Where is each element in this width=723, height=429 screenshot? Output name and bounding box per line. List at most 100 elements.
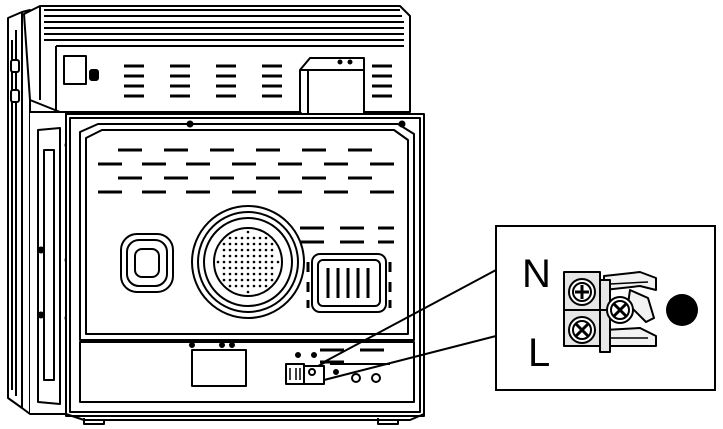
- fan-grille-hole: [246, 242, 250, 246]
- fan-grille-hole: [246, 236, 250, 240]
- fan-grille-hole: [234, 254, 238, 258]
- fan-grille-holes: [216, 230, 280, 294]
- fan-grille-hole: [264, 278, 268, 282]
- fan-grille-hole: [252, 284, 256, 288]
- fan-grille-hole: [222, 278, 226, 282]
- oven-terminal-connector: [285, 361, 327, 385]
- terminal-wires: [603, 271, 657, 347]
- fan-grille-hole: [270, 242, 274, 246]
- fan-grille-hole: [234, 260, 238, 264]
- fan-grille-hole: [270, 278, 274, 282]
- fan-grille-hole: [264, 284, 268, 288]
- fan-grille-hole: [264, 254, 268, 258]
- fan-grille-hole: [246, 254, 250, 258]
- fan-grille-hole: [228, 254, 232, 258]
- oven-back-view: [7, 5, 425, 425]
- fan-grille-hole: [228, 266, 232, 270]
- fan-grille-hole: [240, 248, 244, 252]
- fan-grille-hole: [264, 266, 268, 270]
- lamp-cover: [120, 233, 174, 293]
- fan-grille-hole: [264, 272, 268, 276]
- fan-grille-hole: [240, 278, 244, 282]
- fan-grille-hole: [234, 284, 238, 288]
- fan-grille-hole: [270, 248, 274, 252]
- convection-fan-cover: [191, 205, 305, 319]
- fan-grille-hole: [216, 260, 220, 264]
- fan-grille-hole: [234, 278, 238, 282]
- fan-grille-hole: [234, 248, 238, 252]
- fan-grille-hole: [252, 236, 256, 240]
- callout-leader-lines: [323, 269, 497, 381]
- fan-grille-hole: [258, 272, 262, 276]
- fan-grille-hole: [240, 242, 244, 246]
- fan-grille-hole: [264, 236, 268, 240]
- fan-grille-hole: [240, 266, 244, 270]
- fan-grille-hole: [264, 260, 268, 264]
- fan-grille-hole: [240, 272, 244, 276]
- fan-grille-hole: [252, 254, 256, 258]
- oven-feet: [83, 418, 399, 425]
- fan-grille-hole: [222, 248, 226, 252]
- fan-grille-hole: [234, 272, 238, 276]
- fan-grille-hole: [222, 266, 226, 270]
- fan-grille-hole: [252, 248, 256, 252]
- fan-grille-hole: [246, 266, 250, 270]
- live-screw-icon: [568, 316, 596, 344]
- fan-grille-hole: [228, 242, 232, 246]
- fan-grille-hole: [228, 236, 232, 240]
- fan-grille-hole: [246, 278, 250, 282]
- fan-grille-hole: [252, 260, 256, 264]
- neutral-screw-icon: [568, 278, 596, 306]
- fan-grille-hole: [246, 272, 250, 276]
- fan-grille-hole: [246, 290, 250, 294]
- fan-grille-hole: [258, 284, 262, 288]
- fan-grille-hole: [246, 284, 250, 288]
- fan-grille-hole: [252, 266, 256, 270]
- motor-housing: [299, 57, 365, 123]
- fan-grille-hole: [246, 260, 250, 264]
- fan-grille-hole: [222, 272, 226, 276]
- fan-grille-hole: [276, 260, 280, 264]
- fan-grille-hole: [258, 242, 262, 246]
- fan-grille-hole: [228, 278, 232, 282]
- fan-grille-hole: [252, 278, 256, 282]
- fan-grille-hole: [222, 260, 226, 264]
- fan-grille-hole: [228, 248, 232, 252]
- fan-grille-hole: [258, 260, 262, 264]
- fan-grille-hole: [234, 266, 238, 270]
- fan-grille-hole: [240, 260, 244, 264]
- fan-grille-hole: [252, 272, 256, 276]
- fan-grille-hole: [222, 254, 226, 258]
- fan-grille-hole: [246, 248, 250, 252]
- fan-grille-hole: [228, 284, 232, 288]
- fan-grille-hole: [264, 242, 268, 246]
- fan-grille-hole: [258, 254, 262, 258]
- panel-vent-slots: [98, 148, 394, 364]
- side-screw-icon: [606, 296, 634, 324]
- fan-grille-hole: [252, 242, 256, 246]
- fan-grille-hole: [270, 266, 274, 270]
- fan-grille-hole: [234, 242, 238, 246]
- fan-grille-hole: [264, 248, 268, 252]
- fan-grille-hole: [270, 260, 274, 264]
- lower-panel-details: [189, 342, 390, 387]
- fan-grille-hole: [270, 272, 274, 276]
- fan-grille-hole: [258, 266, 262, 270]
- fan-grille-hole: [234, 236, 238, 240]
- fan-grille-hole: [270, 254, 274, 258]
- terminal-block: [563, 271, 657, 353]
- fan-grille-hole: [246, 230, 250, 234]
- fan-grille-hole: [222, 242, 226, 246]
- fan-grille-hole: [258, 236, 262, 240]
- fan-grille-hole: [240, 236, 244, 240]
- live-label: L: [528, 331, 550, 375]
- fan-grille-hole: [240, 284, 244, 288]
- fan-grille-hole: [228, 272, 232, 276]
- heater-cover: [306, 253, 392, 313]
- fan-grille-hole: [258, 278, 262, 282]
- fan-grille-hole: [258, 248, 262, 252]
- top-vent-slots: [124, 64, 392, 98]
- fan-grille-hole: [228, 260, 232, 264]
- neutral-label: N: [522, 252, 551, 296]
